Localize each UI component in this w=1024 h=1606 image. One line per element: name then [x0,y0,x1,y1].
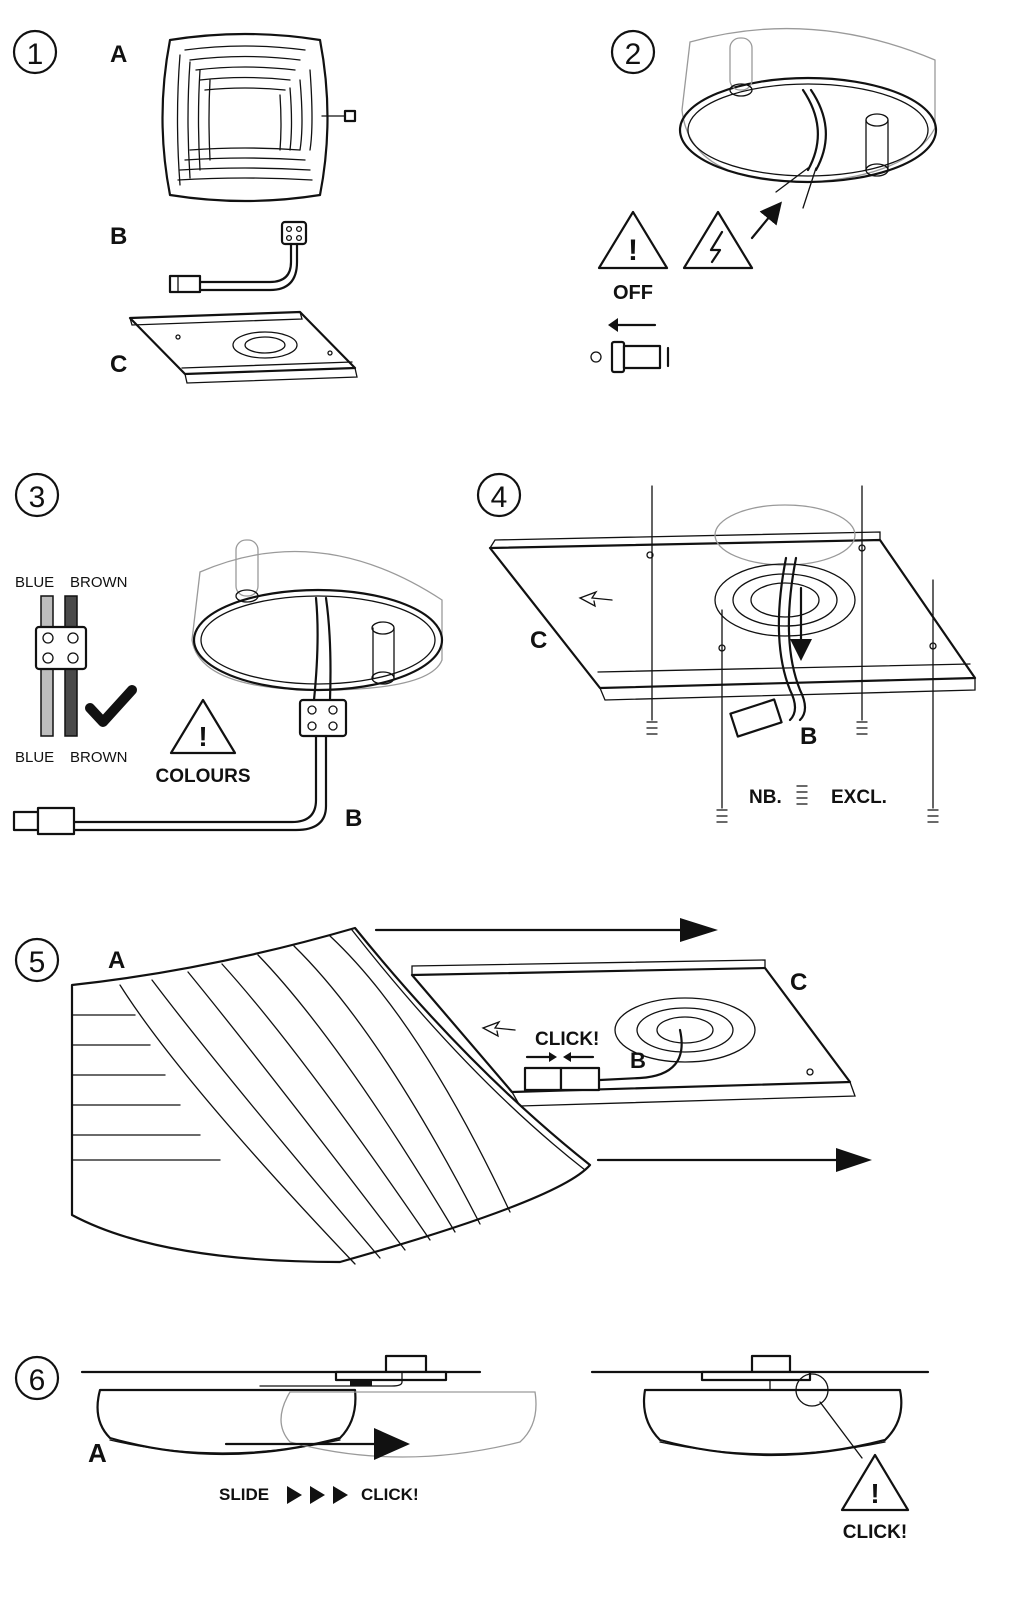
wire-label-blue-top: BLUE [15,574,54,591]
step-number-circle [14,937,60,983]
step-number-circle [610,29,656,75]
svg-text:!: ! [870,1478,879,1509]
step-1: 1 A B C [12,29,358,384]
cable-b-drawing [168,220,308,294]
label-B: B [345,805,362,832]
step-number-circle [12,29,58,75]
step-4: 4 C B NB. [476,472,977,823]
warning-icon: ! [840,1453,910,1512]
step-number-circle [14,472,60,518]
step-number: 4 [491,481,508,514]
step-number-circle [14,1355,60,1401]
colours-label: COLOURS [156,766,251,787]
nb-label: NB. [749,787,782,808]
svg-text:!: ! [628,234,638,267]
svg-text:!: ! [198,721,207,752]
plate-c-drawing [128,310,358,384]
ceiling-box-drawing [678,27,938,209]
step-2: 2 ! OFF [590,27,938,374]
step-number: 2 [625,38,642,71]
label-A: A [110,41,127,68]
checkmark-icon [85,685,137,727]
side-view-slide-drawing [80,1354,537,1458]
screw-guide-lines [646,485,939,823]
label-B: B [110,223,127,250]
wire-label-blue-bottom: BLUE [15,749,54,766]
wire-label-brown-top: BROWN [70,574,128,591]
screw-icon [796,785,808,805]
cable-b-drawing [729,556,812,738]
switch-off-icon [590,318,670,374]
step-number: 5 [29,946,46,979]
off-label: OFF [613,282,653,304]
mounting-plate-drawing [488,504,977,701]
label-B: B [800,723,817,750]
step-number: 3 [29,481,46,514]
step-6: 6 A SLIDE CLICK! [14,1354,930,1543]
wire-label-brown-bottom: BROWN [70,749,128,766]
click-label: CLICK! [361,1485,419,1504]
side-view-clicked-drawing [590,1354,930,1459]
connector-b-drawing [12,698,348,836]
warning-icon: ! [597,210,669,270]
excl-label: EXCL. [831,787,887,808]
click-label-2: CLICK! [843,1522,907,1543]
ceiling-box-drawing [191,539,444,702]
label-C: C [790,969,807,996]
step-number: 6 [29,1364,46,1397]
step-number: 1 [27,38,44,71]
label-A: A [108,947,125,974]
electric-hazard-icon [682,210,754,270]
shade-a-drawing [70,926,592,1265]
shade-a-drawing [161,32,357,203]
click-label: CLICK! [535,1029,599,1050]
warning-icon: ! [169,698,237,755]
arrow-icon [750,201,782,240]
mounting-plate-drawing [410,959,856,1107]
terminal-block-drawing [34,595,88,737]
slide-label: SLIDE [219,1485,269,1504]
direction-arrow-icon [481,1020,516,1038]
step-number-circle [476,472,522,518]
direction-arrow-icon [578,590,613,608]
step-3: 3 BLUE BROWN BLUE BROWN ! COLOURS [12,472,444,836]
step-5: 5 A CLICK! B C [14,918,872,1265]
label-C: C [110,351,127,378]
label-B: B [630,1048,646,1073]
triangle-arrows-icon [287,1486,348,1504]
label-C: C [530,627,547,654]
label-A: A [88,1438,107,1468]
